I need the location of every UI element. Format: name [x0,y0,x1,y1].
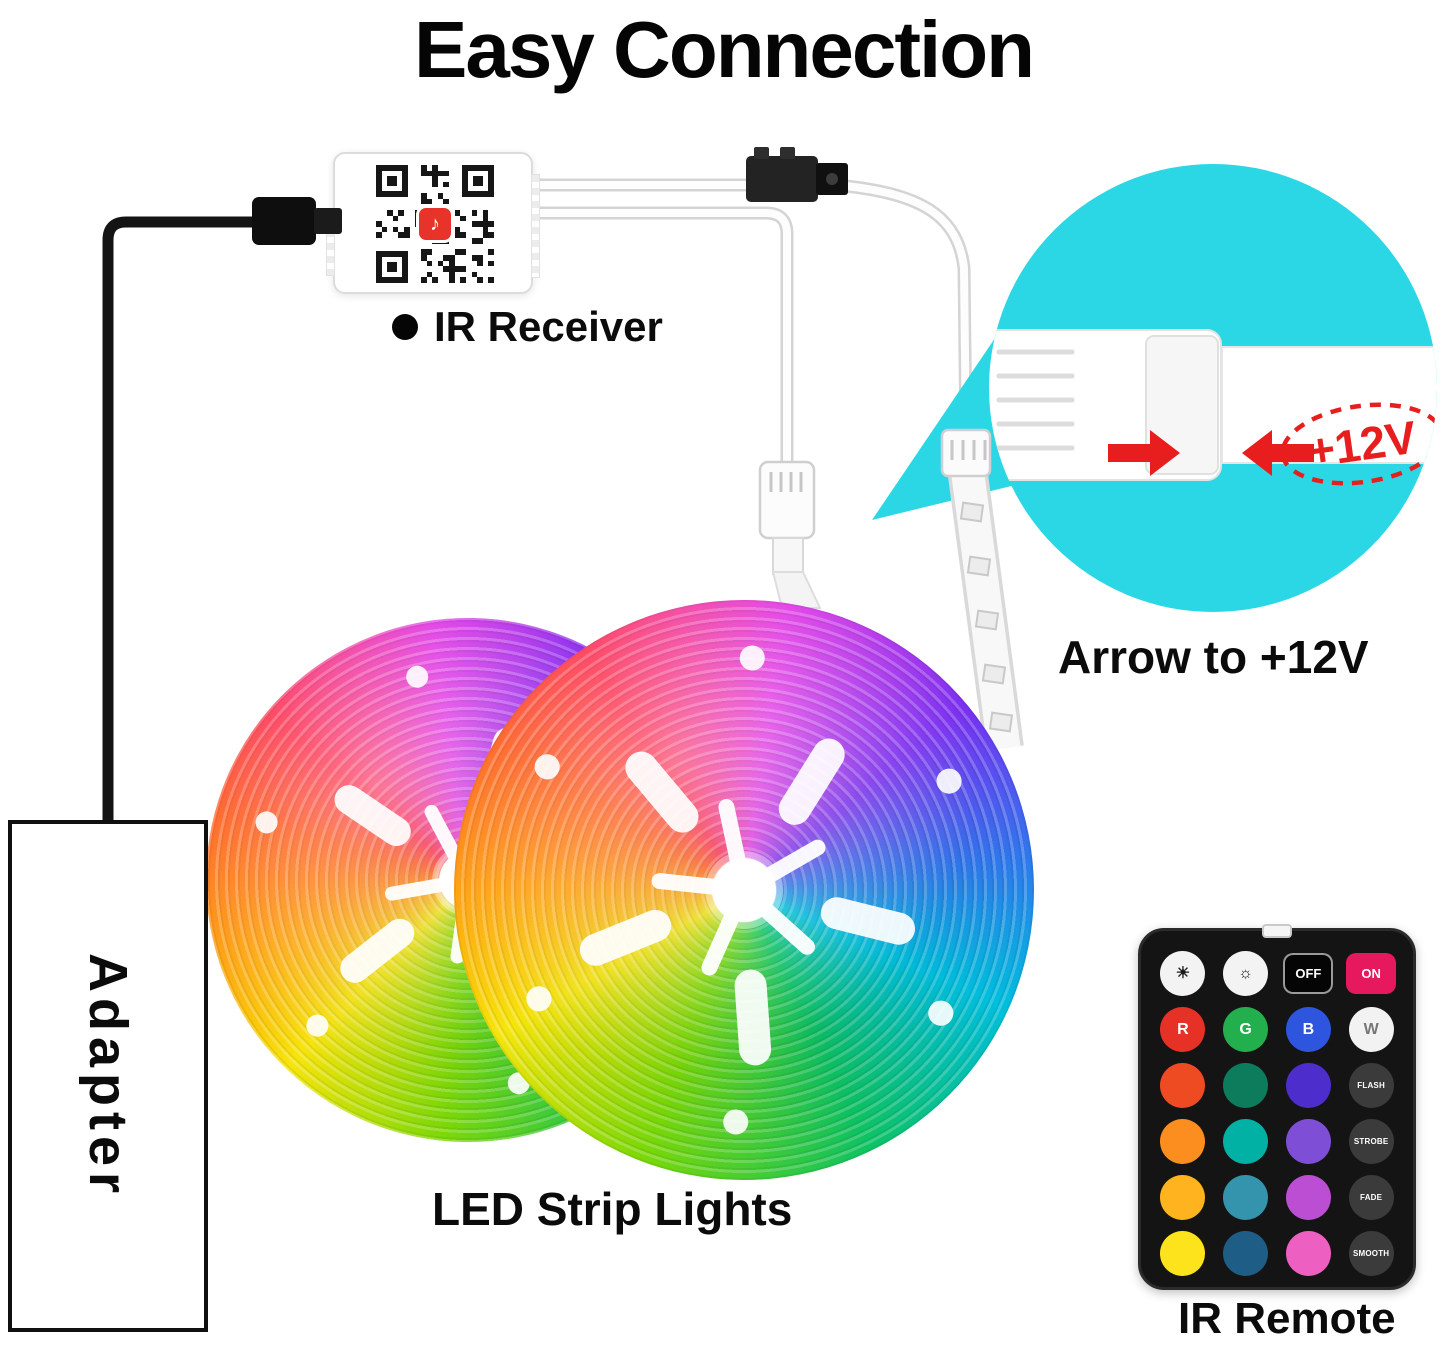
connector-detail: +12V [989,329,1437,486]
ir-receiver-text: IR Receiver [434,303,663,350]
remote-button-purple [1285,1119,1331,1164]
remote-button-dark-purple [1285,1063,1331,1108]
led-strips-label: LED Strip Lights [432,1183,793,1235]
remote-button-flash: FLASH [1348,1063,1394,1108]
remote-button-red: R [1160,1007,1206,1052]
qr-finder-icon [376,165,408,197]
four-pin-connector [758,460,822,609]
qr-finder-icon [376,251,408,283]
strip-clip-connector [746,147,848,202]
adapter-label: Adapter [78,952,138,1200]
remote-button-off: OFF [1283,953,1334,994]
ir-emitter-icon [1262,924,1292,938]
arrow-note-label: Arrow to +12V [1058,631,1369,683]
remote-button-dark-green [1223,1063,1269,1108]
ir-receiver-dot-icon [392,314,418,340]
remote-button-brightness-up: ☀ [1160,951,1206,996]
remote-button-orchid [1285,1175,1331,1220]
controller-to-connector-wire [533,206,794,466]
remote-button-white: W [1348,1007,1394,1052]
remote-button-brightness-down: ☼ [1223,951,1269,996]
app-logo-icon: ♪ [419,208,451,240]
remote-button-slate-blue [1223,1231,1269,1276]
qr-finder-icon [462,165,494,197]
remote-button-on: ON [1346,953,1397,994]
controller-fins-icon [531,174,540,278]
remote-button-teal [1223,1119,1269,1164]
clip-to-strip-wire [845,179,973,443]
remote-button-green: G [1223,1007,1269,1052]
remote-button-yellow [1160,1231,1206,1276]
remote-button-orange [1160,1119,1206,1164]
remote-button-amber [1160,1175,1206,1220]
led-controller: ♪ [326,152,540,294]
ir-receiver-label: IR Receiver [392,303,663,351]
page-title: Easy Connection [413,5,1035,94]
remote-button-pink [1285,1231,1331,1276]
led-reel-front [454,600,1034,1180]
plug-barrel [252,197,316,245]
plug-tip [314,208,342,234]
remote-button-blue: B [1285,1007,1331,1052]
remote-button-orange-red [1160,1063,1206,1108]
qr-code: ♪ [376,165,494,283]
remote-button-smooth: SMOOTH [1348,1231,1394,1276]
led-strip-segment [940,428,1024,751]
arrow-left-icon [1242,430,1314,476]
remote-button-fade: FADE [1348,1175,1394,1220]
ir-remote-label: IR Remote [1178,1294,1396,1343]
remote-button-steel-blue [1223,1175,1269,1220]
adapter-box: Adapter [8,820,208,1332]
arrow-right-icon [1108,430,1180,476]
adapter-power-wire [102,216,272,830]
dc-power-plug [240,196,344,246]
remote-button-strobe: STROBE [1348,1119,1394,1164]
